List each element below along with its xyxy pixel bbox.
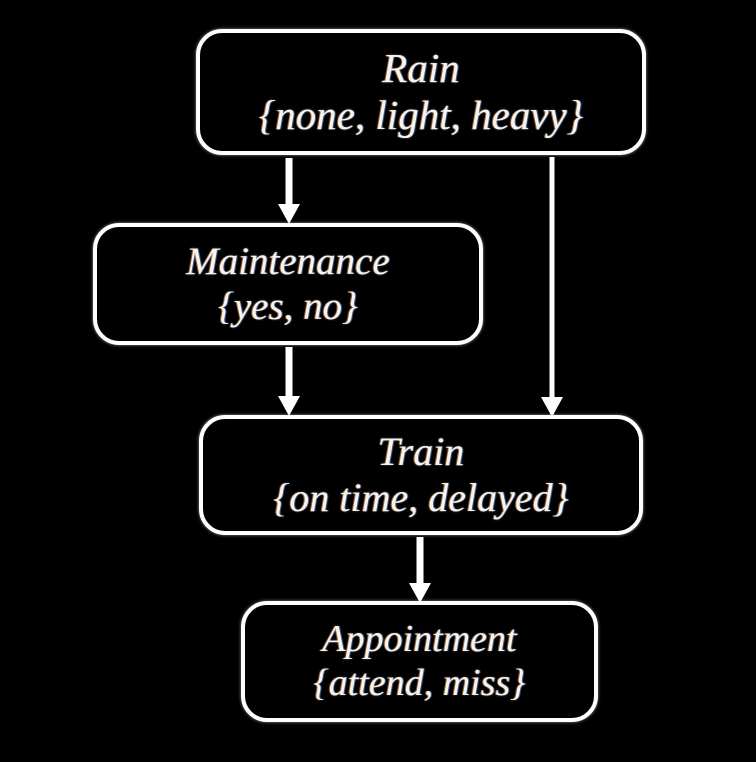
arrow-shaft xyxy=(285,347,293,398)
node-appointment-states: {attend, miss} xyxy=(313,662,526,704)
arrow-head-icon xyxy=(541,397,563,417)
edge-maintenance-to-train xyxy=(278,347,300,416)
node-rain: Rain {none, light, heavy} xyxy=(196,29,646,155)
node-train-title: Train xyxy=(377,428,465,474)
arrow-head-icon xyxy=(278,204,300,224)
arrow-head-icon xyxy=(409,583,431,603)
node-appointment-title: Appointment xyxy=(322,618,517,661)
arrow-head-icon xyxy=(278,396,300,416)
node-appointment: Appointment {attend, miss} xyxy=(241,601,598,722)
node-maintenance-title: Maintenance xyxy=(186,239,390,283)
node-train: Train {on time, delayed} xyxy=(199,415,643,535)
node-rain-title: Rain xyxy=(382,44,460,91)
node-maintenance-states: {yes, no} xyxy=(218,284,358,328)
node-train-states: {on time, delayed} xyxy=(273,474,569,520)
node-rain-states: {none, light, heavy} xyxy=(258,91,584,138)
node-maintenance: Maintenance {yes, no} xyxy=(93,223,483,345)
arrow-shaft xyxy=(549,157,555,399)
edge-rain-to-train xyxy=(541,157,563,417)
edge-rain-to-maintenance xyxy=(278,158,300,224)
arrow-shaft xyxy=(416,537,424,585)
arrow-shaft xyxy=(285,158,293,206)
edge-train-to-appointment xyxy=(409,537,431,603)
